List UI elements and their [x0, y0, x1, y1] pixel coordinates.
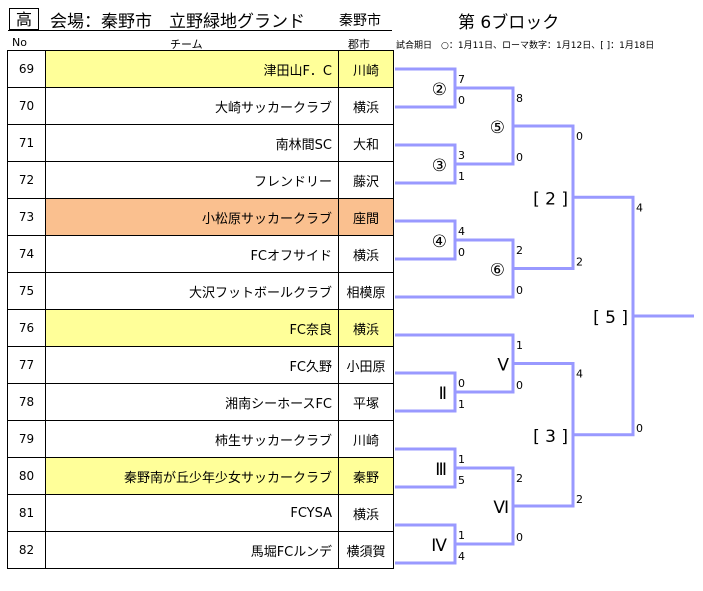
match-label: Ⅲ	[435, 460, 447, 480]
match-label: ②	[432, 80, 447, 100]
team-name: FC久野	[45, 346, 339, 384]
team-name: 馬堀FCルンデ	[45, 531, 339, 569]
score-bottom: 1	[458, 170, 465, 183]
team-city: 秦野	[338, 457, 394, 495]
column-header-city: 郡市	[348, 38, 370, 51]
team-name: 柿生サッカークラブ	[45, 420, 339, 458]
match-label: Ⅱ	[439, 384, 447, 404]
score-top: 8	[516, 92, 523, 105]
team-city: 横浜	[338, 235, 394, 273]
team-name: 秦野南が丘少年少女サッカークラブ	[45, 457, 339, 495]
score-top: 1	[516, 339, 523, 352]
venue-title: 会場：秦野市 立野緑地グランド	[50, 12, 305, 32]
score-bottom: 0	[516, 284, 523, 297]
match-label: ⑤	[490, 118, 505, 138]
score-top: 2	[516, 244, 523, 257]
team-name: 大崎サッカークラブ	[45, 87, 339, 125]
team-city: 座間	[338, 198, 394, 236]
score-bottom: 2	[576, 493, 583, 506]
team-number: 81	[7, 494, 46, 532]
column-header-no: No	[12, 36, 27, 49]
team-city: 横浜	[338, 309, 394, 347]
team-city: 平塚	[338, 383, 394, 421]
venue-city: 秦野市	[339, 13, 381, 29]
score-bottom: 0	[458, 94, 465, 107]
score-top: 4	[636, 201, 643, 214]
score-bottom: 0	[458, 246, 465, 259]
match-label: Ⅵ	[493, 498, 509, 518]
team-city: 藤沢	[338, 161, 394, 199]
team-city: 横浜	[338, 494, 394, 532]
score-top: 0	[576, 130, 583, 143]
score-top: 4	[576, 368, 583, 381]
block-title: 第 6ブロック	[458, 13, 560, 33]
team-number: 74	[7, 235, 46, 273]
team-city: 大和	[338, 124, 394, 162]
column-header-team: チーム	[170, 38, 203, 51]
score-top: 2	[516, 472, 523, 485]
grade-box: 高	[9, 8, 39, 30]
score-bottom: 0	[516, 151, 523, 164]
header-underline	[8, 30, 392, 31]
team-city: 小田原	[338, 346, 394, 384]
score-top: 7	[458, 73, 465, 86]
match-label: Ⅳ	[431, 536, 447, 556]
match-label: ③	[432, 156, 447, 176]
score-bottom: 1	[458, 398, 465, 411]
score-top: 4	[458, 225, 465, 238]
score-bottom: 5	[458, 474, 465, 487]
score-top: 1	[458, 453, 465, 466]
score-bottom: 2	[576, 256, 583, 269]
match-label: ④	[432, 232, 447, 252]
team-city: 横須賀	[338, 531, 394, 569]
score-top: 1	[458, 529, 465, 542]
team-number: 73	[7, 198, 46, 236]
match-label: [ 2 ]	[533, 189, 568, 209]
score-bottom: 0	[516, 531, 523, 544]
match-label: Ⅴ	[497, 356, 509, 376]
team-number: 80	[7, 457, 46, 495]
match-label: [ 3 ]	[533, 427, 568, 447]
score-bottom: 0	[516, 379, 523, 392]
match-label: [ 5 ]	[593, 308, 628, 328]
score-top: 3	[458, 149, 465, 162]
team-city: 相模原	[338, 272, 394, 310]
score-top: 0	[458, 377, 465, 390]
team-number: 70	[7, 87, 46, 125]
team-number: 69	[7, 50, 46, 88]
match-label: ⑥	[490, 261, 505, 281]
team-city: 川崎	[338, 50, 394, 88]
match-dates-note: 試合期日 ○：1月11日、ローマ数字：1月12日、[ ]：1月18日	[396, 41, 655, 51]
team-name: 津田山F．C	[45, 50, 339, 88]
team-name: 小松原サッカークラブ	[45, 198, 339, 236]
score-bottom: 4	[458, 550, 465, 563]
team-name: フレンドリー	[45, 161, 339, 199]
score-bottom: 0	[636, 422, 643, 435]
team-name: 南林間SC	[45, 124, 339, 162]
team-number: 78	[7, 383, 46, 421]
team-name: 湘南シーホースFC	[45, 383, 339, 421]
team-number: 79	[7, 420, 46, 458]
